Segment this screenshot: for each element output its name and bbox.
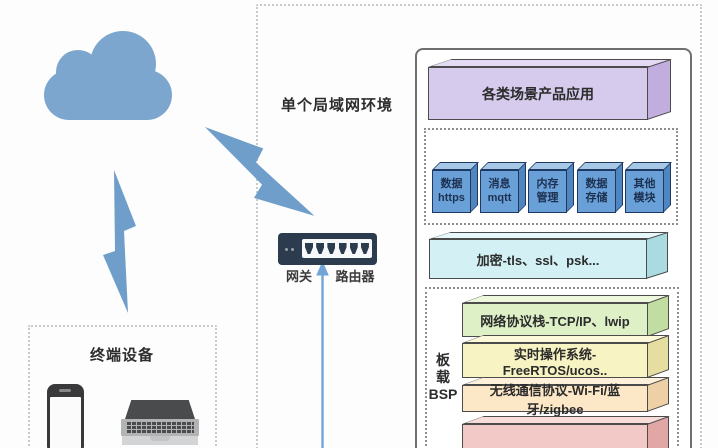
port-icon (360, 243, 369, 254)
router-ports (302, 239, 372, 258)
terminal-devices-label: 终端设备 (89, 347, 154, 364)
app-layer-box: 各类场景产品应用 (428, 59, 673, 120)
module-label-line2: https (438, 191, 465, 204)
lan-environment-label: 单个局域网环境 (280, 97, 393, 114)
port-icon (316, 243, 325, 254)
router-label: 路由器 (335, 269, 375, 284)
gateway-label: 网关 (285, 269, 312, 284)
port-icon (305, 243, 313, 254)
module-label-line1: 内存 (536, 178, 559, 191)
network-stack-layer-box: 网络协议栈-TCP/IP、lwip (462, 294, 670, 337)
smartphone-icon (47, 384, 84, 448)
phone-speaker (59, 389, 71, 392)
security-layer-box: 加密-tls、ssl、psk... (429, 231, 669, 279)
base-layer-box (462, 415, 670, 448)
module-box-memory: 内存 管理 (528, 162, 575, 213)
module-label-line1: 数据 (585, 178, 608, 191)
module-box-data-https: 数据 https (432, 162, 479, 213)
module-label-line2: 模块 (633, 191, 656, 204)
lightning-bolt-icon (103, 170, 136, 313)
lan-environment-boundary (256, 4, 702, 448)
port-icon (338, 243, 347, 254)
bsp-boundary (425, 287, 679, 448)
port-icon (327, 243, 336, 254)
security-layer-label: 加密-tls、ssl、psk... (476, 252, 600, 268)
router-icon (278, 233, 377, 265)
module-label-line2: mqtt (487, 191, 512, 204)
rtos-layer-box: 实时操作系统-FreeRTOS/ucos.. (462, 334, 670, 378)
wireless-label: 无线通信协议-Wi-Fi/蓝牙/zigbee (489, 382, 621, 417)
middleware-modules-boundary (424, 128, 678, 225)
laptop-icon (120, 400, 200, 448)
bsp-label-line3: BSP (428, 385, 458, 402)
module-label-line2: 管理 (536, 191, 559, 204)
port-icon (349, 243, 358, 254)
rtos-label: 实时操作系统-FreeRTOS/ucos.. (502, 346, 608, 378)
router-led (291, 248, 294, 251)
lightning-bolt-icon (205, 127, 315, 216)
module-label-line1: 数据 (440, 178, 463, 191)
bsp-label-line1: 板 (436, 352, 450, 368)
bsp-label-line2: 载 (436, 368, 450, 385)
uplink-arrow (316, 261, 329, 448)
router-led (285, 248, 288, 251)
module-label-line2: 存储 (585, 191, 608, 204)
bsp-label: 板 载 BSP (427, 352, 459, 402)
module-box-msg-mqtt: 消息 mqtt (480, 162, 527, 213)
module-box-other: 其他 模块 (625, 162, 672, 213)
module-box-storage: 数据 存储 (577, 162, 624, 213)
network-stack-label: 网络协议栈-TCP/IP、lwip (480, 313, 630, 329)
terminal-devices-boundary (28, 325, 217, 448)
cloud-icon (44, 31, 172, 120)
module-label-line1: 消息 (488, 178, 511, 191)
app-layer-label: 各类场景产品应用 (482, 85, 594, 102)
module-label-line1: 其他 (633, 178, 656, 191)
wireless-layer-box: 无线通信协议-Wi-Fi/蓝牙/zigbee (462, 376, 670, 417)
phone-screen (50, 397, 81, 448)
